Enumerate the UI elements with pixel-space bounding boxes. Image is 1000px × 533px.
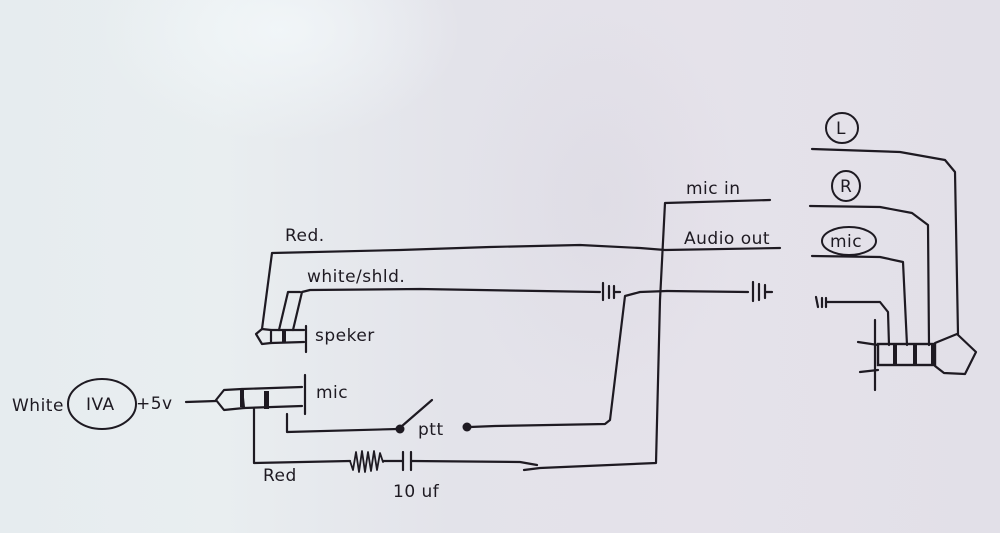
trrs-left-circle <box>825 112 859 144</box>
mic-jack-tip <box>214 387 246 412</box>
trrs-plug-body <box>876 342 937 367</box>
power-voltage-label: +5v <box>136 394 173 414</box>
capacitor <box>401 450 413 472</box>
trrs-ground-wire <box>824 300 891 347</box>
mic-in-label: mic in <box>686 179 741 199</box>
trrs-plug-tip <box>933 332 978 376</box>
mic-jack <box>214 373 307 416</box>
trrs-right-wire <box>808 204 931 347</box>
speaker-jack-ring <box>282 331 286 342</box>
power-wire-color-label: White <box>12 396 64 416</box>
shield-capacitor <box>601 281 616 302</box>
speaker-jack-label: speker <box>315 326 375 346</box>
trrs-ring-3 <box>931 345 935 365</box>
trrs-ring-2 <box>913 345 917 365</box>
trrs-left-wire <box>810 147 960 336</box>
power-source-label: IVA <box>86 395 115 415</box>
trrs-ground-capacitor <box>814 295 828 309</box>
mic-to-ptt-wire <box>285 412 400 434</box>
mic-jack-ring-1 <box>240 390 244 407</box>
trrs-ring-1 <box>893 345 897 365</box>
ptt-switch-label: ptt <box>418 420 444 440</box>
trrs-mic-wire <box>810 254 909 347</box>
ptt-to-mic-in-wire <box>468 289 669 429</box>
speaker-red-wire <box>260 243 782 331</box>
ptt-switch-lever <box>400 398 434 428</box>
speaker-jack-tip <box>254 327 273 346</box>
speaker-shield-wire <box>277 287 602 332</box>
ptt-contact-right <box>462 422 472 432</box>
power-lead-wire <box>184 399 218 404</box>
audio-out-return-wire <box>522 198 772 472</box>
mic-red-wire-label: Red <box>263 466 297 486</box>
mic-jack-sleeve-body <box>240 385 304 410</box>
capacitor-label: 10 uf <box>393 482 440 502</box>
power-source-circle <box>67 378 137 430</box>
mic-jack-ring-2 <box>264 391 269 409</box>
trrs-left-label: L <box>836 119 846 139</box>
trrs-mic-circle <box>821 226 877 256</box>
audio-out-label: Audio out <box>684 229 770 249</box>
speaker-red-wire-label: Red. <box>285 226 325 246</box>
mic-in-capacitor <box>751 280 767 303</box>
trrs-mic-label: mic <box>830 232 862 252</box>
mic-jack-label: mic <box>316 383 348 403</box>
speaker-shield-wire-label: white/shld. <box>307 267 405 287</box>
trrs-plug <box>856 318 978 392</box>
trrs-right-label: R <box>840 177 852 197</box>
trrs-plug-cable <box>856 340 880 374</box>
speaker-jack <box>254 324 308 354</box>
cap-to-audio-out-wire <box>410 459 539 467</box>
speaker-jack-body <box>269 328 306 345</box>
resistor <box>349 450 384 473</box>
mic-red-wire <box>252 407 352 465</box>
mic-in-line-wire <box>665 289 750 294</box>
trrs-right-circle <box>831 170 861 202</box>
